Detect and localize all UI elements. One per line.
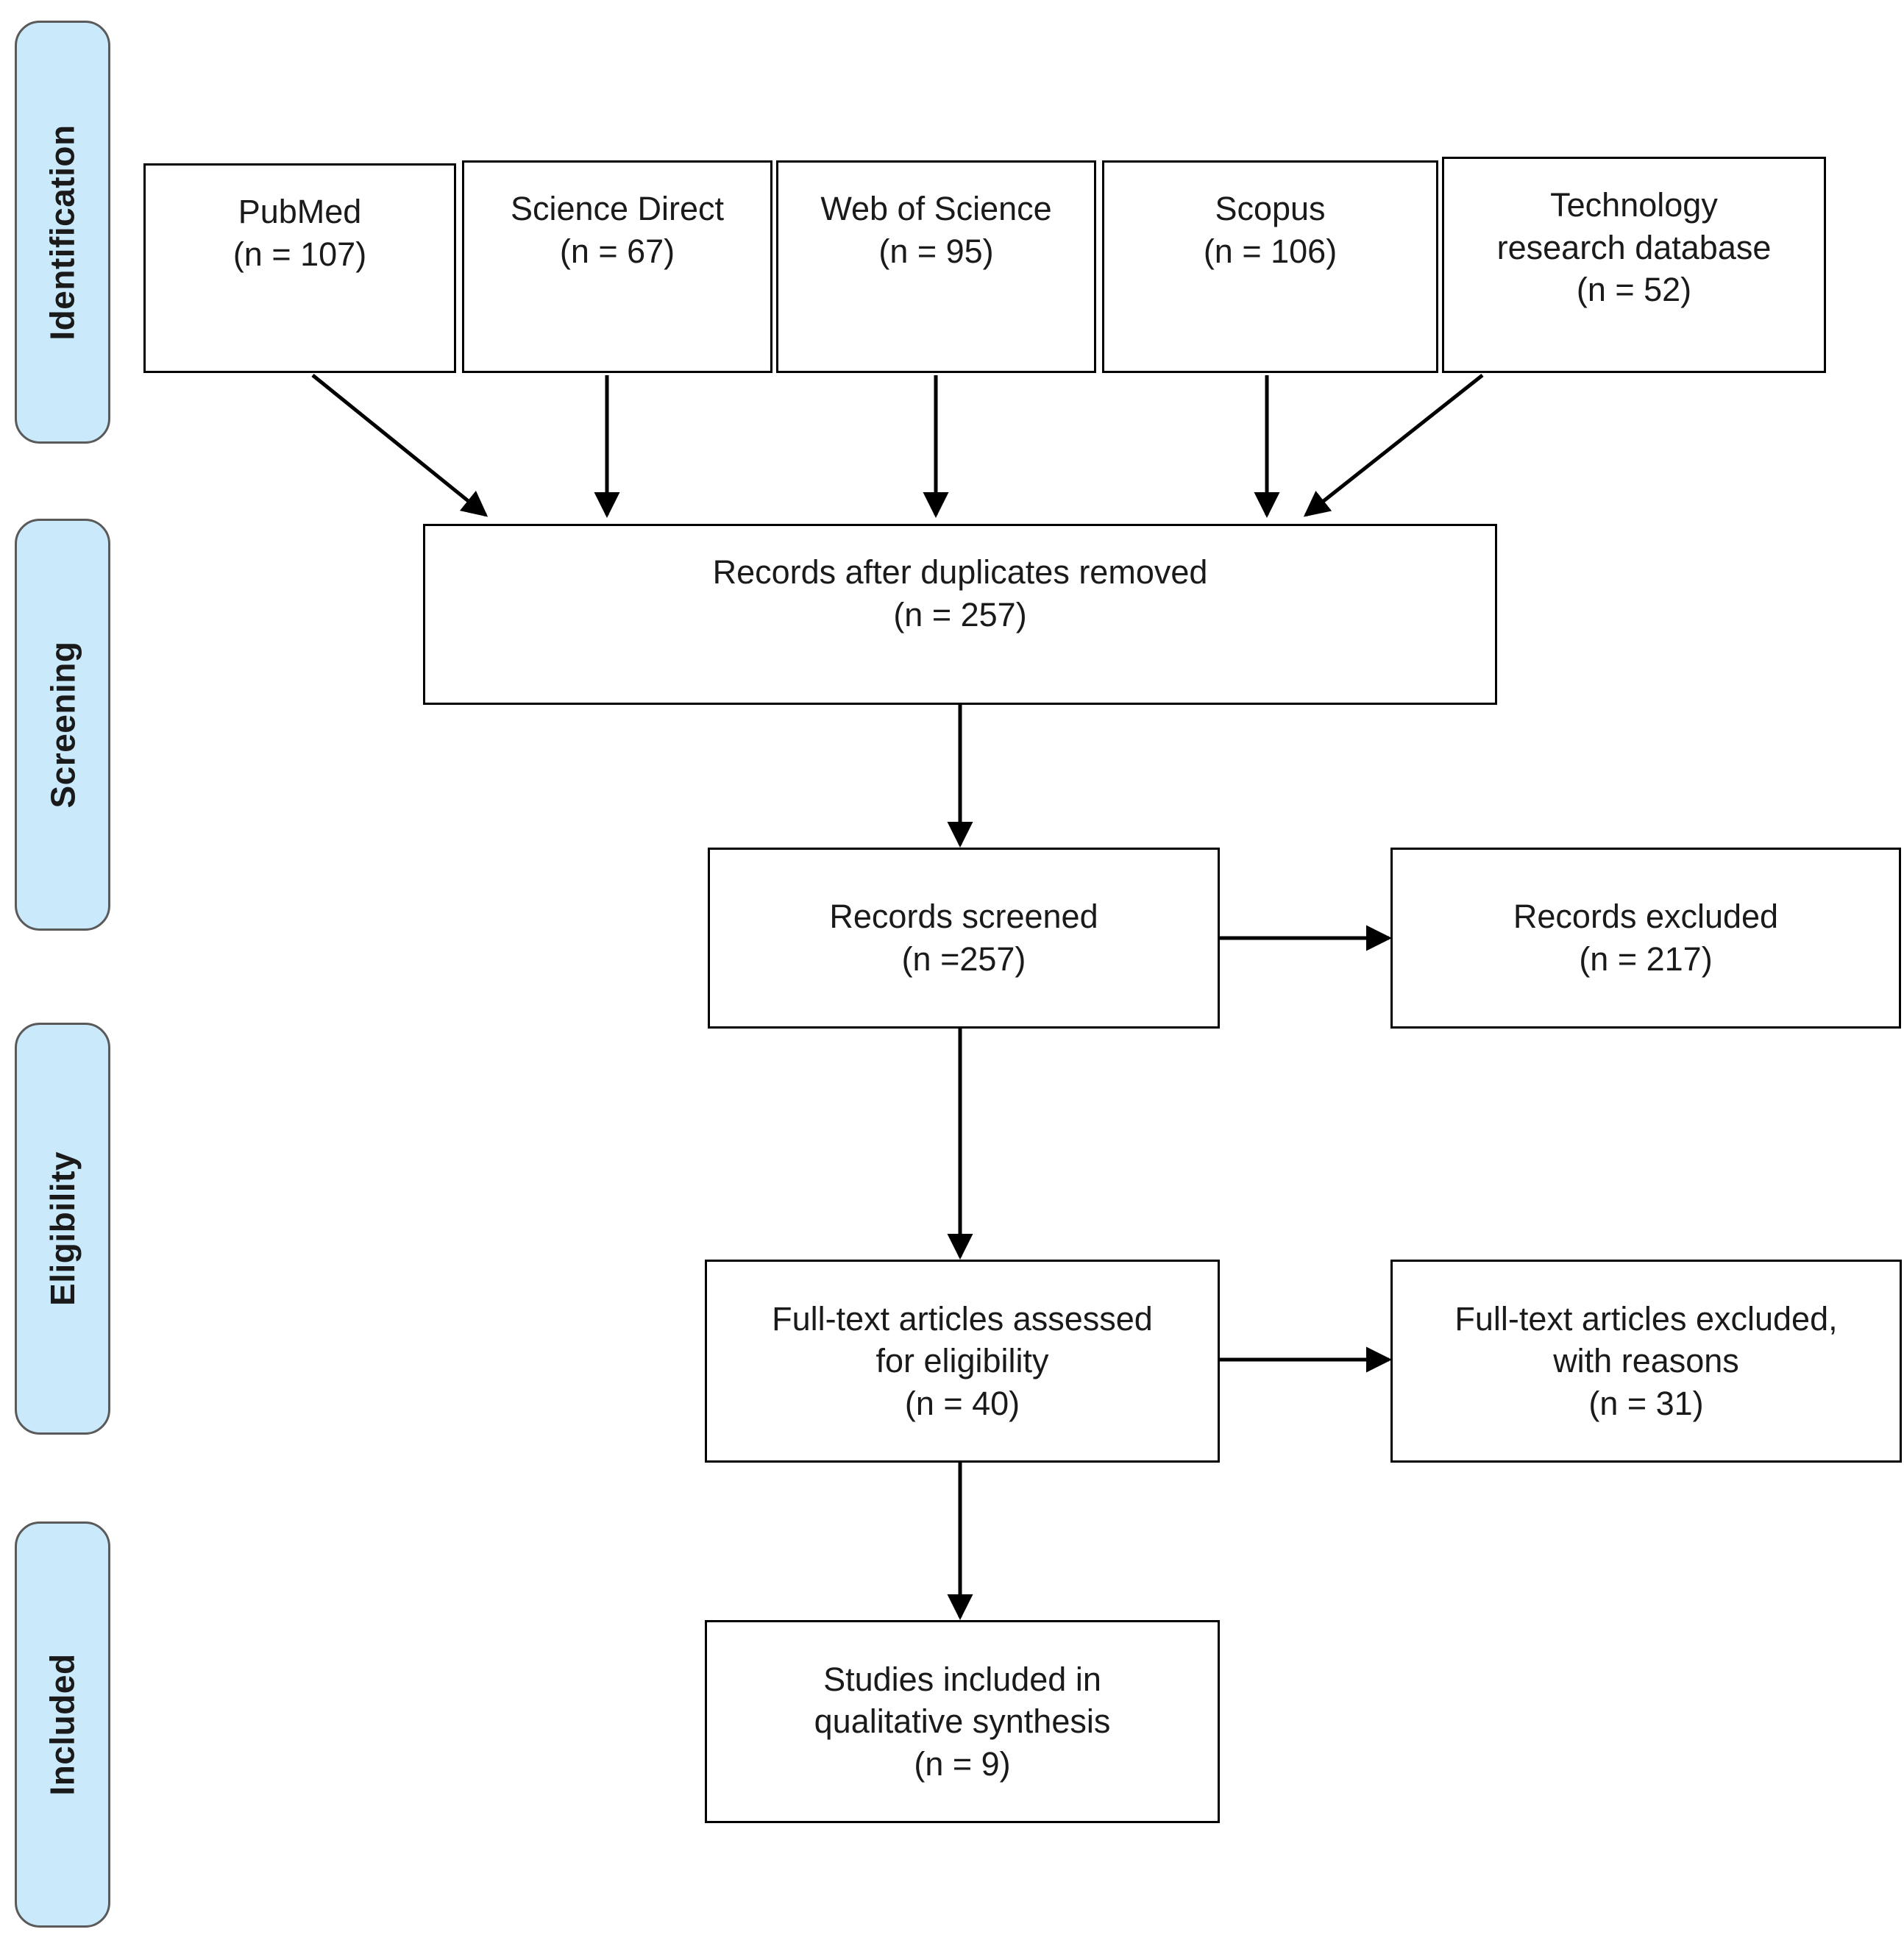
source-name-science-direct: Science Direct — [510, 190, 725, 227]
fulltext-excluded-count: (n = 31) — [1588, 1384, 1704, 1422]
arrow-pubmed-to-duplicates — [311, 374, 489, 517]
source-name-scopus: Scopus — [1215, 190, 1326, 227]
arrow-technology-to-duplicates — [1303, 374, 1484, 517]
fulltext-assessed-count: (n = 40) — [904, 1384, 1020, 1422]
source-count-technology: (n = 52) — [1576, 271, 1692, 309]
stage-label-identification: Identification — [43, 124, 82, 341]
source-count-science-direct: (n = 67) — [559, 232, 675, 270]
source-name-pubmed: PubMed — [238, 193, 362, 230]
records-screened-count: (n =257) — [901, 940, 1026, 978]
node-fulltext-articles-assessed: Full-text articles assessed for eligibil… — [705, 1260, 1220, 1463]
stage-label-screening: Screening — [43, 641, 82, 809]
records-screened-label: Records screened — [829, 898, 1098, 936]
stage-label-eligibility: Eligibility — [43, 1151, 82, 1306]
stage-pill-screening: Screening — [15, 519, 110, 931]
source-name-web-of-science: Web of Science — [820, 190, 1052, 227]
stage-label-included: Included — [43, 1653, 82, 1796]
node-records-excluded: Records excluded (n = 217) — [1390, 848, 1901, 1029]
node-records-screened: Records screened (n =257) — [708, 848, 1220, 1029]
stage-pill-included: Included — [15, 1521, 110, 1928]
node-records-after-duplicates-removed: Records after duplicates removed (n = 25… — [423, 524, 1497, 705]
node-fulltext-articles-excluded: Full-text articles excluded, with reason… — [1390, 1260, 1902, 1463]
source-name-technology: Technology — [1550, 186, 1718, 224]
source-count-pubmed: (n = 107) — [232, 235, 367, 273]
source-box-science-direct: Science Direct (n = 67) — [462, 160, 772, 373]
duplicates-removed-count: (n = 257) — [893, 595, 1027, 633]
studies-included-count: (n = 9) — [914, 1744, 1011, 1783]
studies-included-label-2: qualitative synthesis — [814, 1702, 1111, 1741]
fulltext-excluded-label-2: with reasons — [1553, 1342, 1739, 1380]
node-studies-included: Studies included in qualitative synthesi… — [705, 1620, 1220, 1823]
duplicates-removed-label: Records after duplicates removed — [712, 553, 1208, 591]
source-box-web-of-science: Web of Science (n = 95) — [776, 160, 1096, 373]
fulltext-assessed-label-2: for eligibility — [875, 1342, 1049, 1380]
records-excluded-count: (n = 217) — [1579, 940, 1713, 978]
records-excluded-label: Records excluded — [1513, 898, 1779, 936]
source-box-technology-research-database: Technology research database (n = 52) — [1442, 157, 1826, 373]
stage-pill-eligibility: Eligibility — [15, 1023, 110, 1435]
source-count-web-of-science: (n = 95) — [878, 232, 994, 270]
fulltext-assessed-label-1: Full-text articles assessed — [772, 1299, 1153, 1338]
fulltext-excluded-label-1: Full-text articles excluded, — [1454, 1299, 1838, 1338]
source-box-scopus: Scopus (n = 106) — [1102, 160, 1438, 373]
source-box-pubmed: PubMed (n = 107) — [143, 163, 456, 373]
studies-included-label-1: Studies included in — [823, 1660, 1101, 1698]
source-count-scopus: (n = 106) — [1203, 232, 1338, 270]
stage-pill-identification: Identification — [15, 21, 110, 444]
source-name-technology-line2: research database — [1496, 228, 1772, 266]
